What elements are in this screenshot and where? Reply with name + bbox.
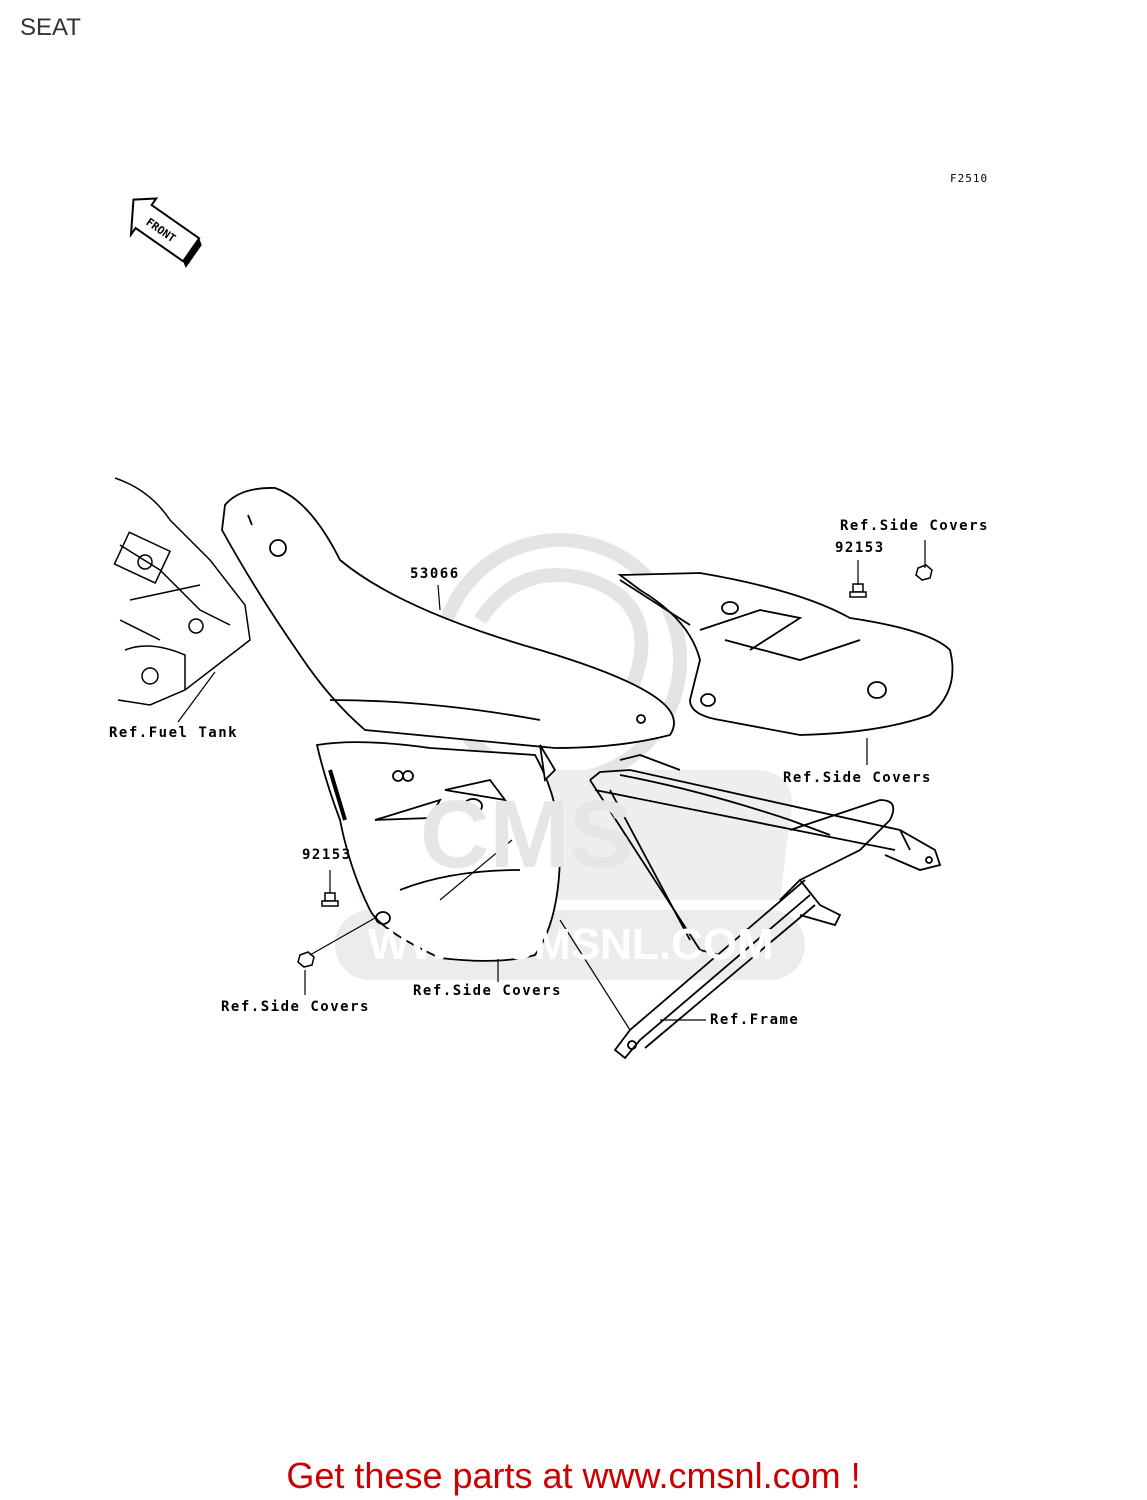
watermark-brand: CMS [420, 781, 634, 888]
washer-right-icon [915, 564, 933, 581]
page-title: SEAT [20, 14, 81, 41]
callout-ref-side-covers-top: Ref.Side Covers [840, 518, 989, 534]
bolt-92153-right-icon [849, 583, 867, 598]
callout-ref-side-covers-mid: Ref.Side Covers [413, 983, 562, 999]
front-arrow-icon: FRONT [129, 197, 202, 268]
callout-ref-side-covers-left: Ref.Side Covers [221, 999, 370, 1015]
left-side-cover-drawing [315, 741, 561, 962]
footer-parts-link[interactable]: Get these parts at www.cmsnl.com ! [286, 1455, 861, 1496]
diagram-code: F2510 [950, 172, 989, 185]
callout-seat-53066: 53066 [410, 566, 460, 582]
callout-ref-frame: Ref.Frame [710, 1012, 800, 1028]
callout-ref-fuel-tank: Ref.Fuel Tank [109, 725, 239, 741]
right-side-cover-drawing [617, 572, 954, 736]
callout-bolt-92153-left: 92153 [302, 847, 352, 863]
callout-bolt-92153-right: 92153 [835, 540, 885, 556]
washer-left-icon [297, 951, 315, 968]
fuel-tank-ref-drawing [113, 477, 251, 706]
leader-lines [177, 540, 926, 1031]
watermark-url: WWW.CMSNL.COM [368, 920, 774, 969]
seat-drawing [221, 487, 675, 749]
frame-drawing [589, 754, 942, 1060]
callout-ref-side-covers-right: Ref.Side Covers [783, 770, 932, 786]
bolt-92153-left-icon [321, 892, 339, 907]
